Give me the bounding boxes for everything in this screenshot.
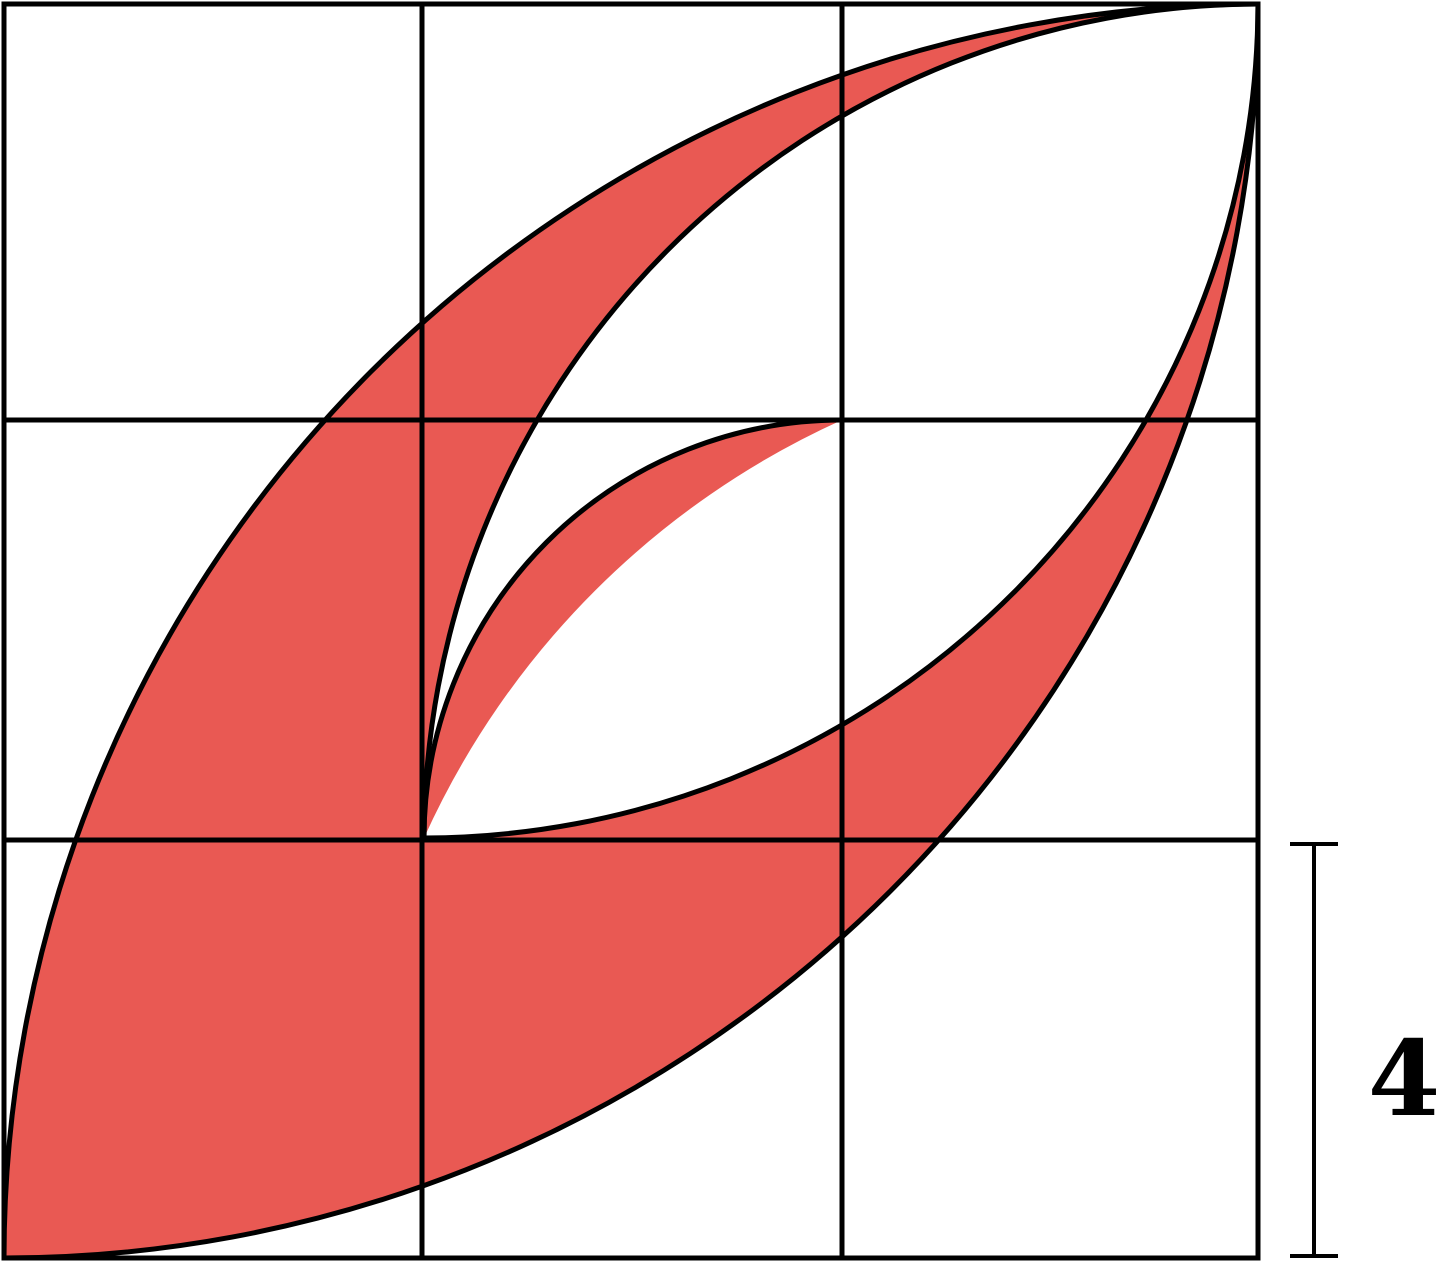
inner-arc-small (421, 417, 843, 839)
dimension-label: 4 (1368, 1017, 1440, 1140)
outer-arc-lower (3, 3, 1261, 1261)
dimension-marker: 4 (1290, 842, 1440, 1258)
inner-arc-return (421, 1, 1259, 839)
inner-arc-long (423, 3, 1261, 841)
grid-border (1, 1, 1261, 1261)
outer-arc-upper (1, 1, 1259, 1259)
shaded-region (4, 4, 1258, 1258)
